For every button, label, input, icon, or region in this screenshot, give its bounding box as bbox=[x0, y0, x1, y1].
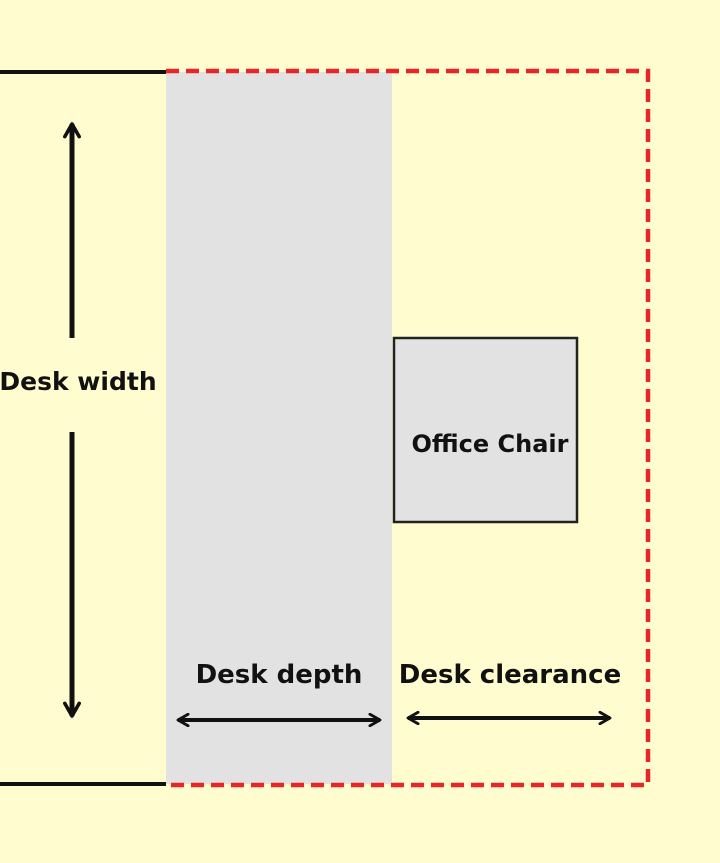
desk-width-label: Desk width bbox=[0, 367, 157, 396]
office-chair-box bbox=[392, 336, 579, 524]
office-chair-label: Office Chair bbox=[412, 430, 569, 458]
desk-depth-label: Desk depth bbox=[196, 660, 363, 690]
desk-area bbox=[166, 72, 392, 784]
clearance-boundary bbox=[166, 68, 651, 788]
desk-clearance-label: Desk clearance bbox=[399, 660, 621, 690]
